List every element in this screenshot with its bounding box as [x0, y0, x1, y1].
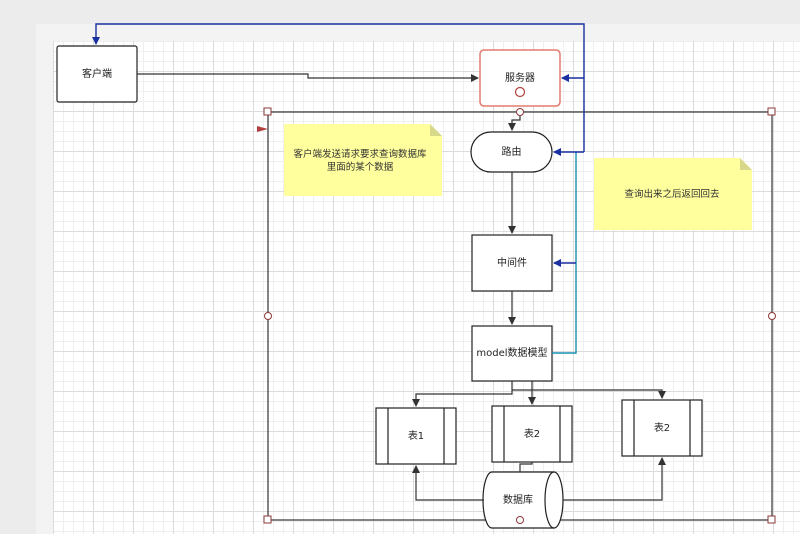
- container-anchor-icon: [257, 126, 268, 132]
- table1-shape[interactable]: [375, 407, 457, 465]
- table3-shape[interactable]: [621, 399, 703, 457]
- note-request[interactable]: [284, 124, 442, 196]
- edge-model-table3[interactable]: [512, 389, 666, 399]
- server-connection-point[interactable]: [514, 86, 526, 98]
- server-box[interactable]: [479, 49, 561, 107]
- edge-db-table1[interactable]: [412, 465, 484, 501]
- note-request-text: 客户端发送请求要求查询数据库里面的某个数据: [293, 149, 427, 173]
- note-response[interactable]: [594, 158, 752, 230]
- database-shape[interactable]: [482, 471, 564, 529]
- table1-label: 表1: [407, 430, 425, 442]
- edge-db-table3[interactable]: [563, 457, 666, 501]
- router-label: 路由: [501, 146, 522, 158]
- middleware-label: 中间件: [497, 257, 527, 269]
- edge-client-server[interactable]: [137, 73, 479, 82]
- edge-return-server[interactable]: [561, 74, 585, 152]
- page-margin-top: [36, 24, 800, 41]
- client-label: 客户端: [82, 68, 112, 80]
- selection-handles[interactable]: [263, 107, 776, 524]
- edge-server-client-return[interactable]: [92, 23, 585, 78]
- edge-db-table2[interactable]: [519, 462, 533, 472]
- model-label: model数据模型: [476, 348, 548, 359]
- database-label: 数据库: [503, 494, 533, 506]
- page-margin-left: [36, 24, 53, 534]
- table2-shape[interactable]: [491, 405, 573, 463]
- middleware-box[interactable]: [471, 234, 553, 292]
- table3-label: 表2: [653, 422, 671, 434]
- model-box[interactable]: [471, 325, 553, 382]
- note-response-text: 查询出来之后返回回去: [624, 188, 720, 200]
- edge-model-return[interactable]: [552, 152, 577, 354]
- table2-label: 表2: [523, 428, 541, 440]
- server-label: 服务器: [505, 72, 535, 84]
- edge-model-table1[interactable]: [412, 381, 513, 407]
- diagram-canvas[interactable]: [36, 24, 800, 534]
